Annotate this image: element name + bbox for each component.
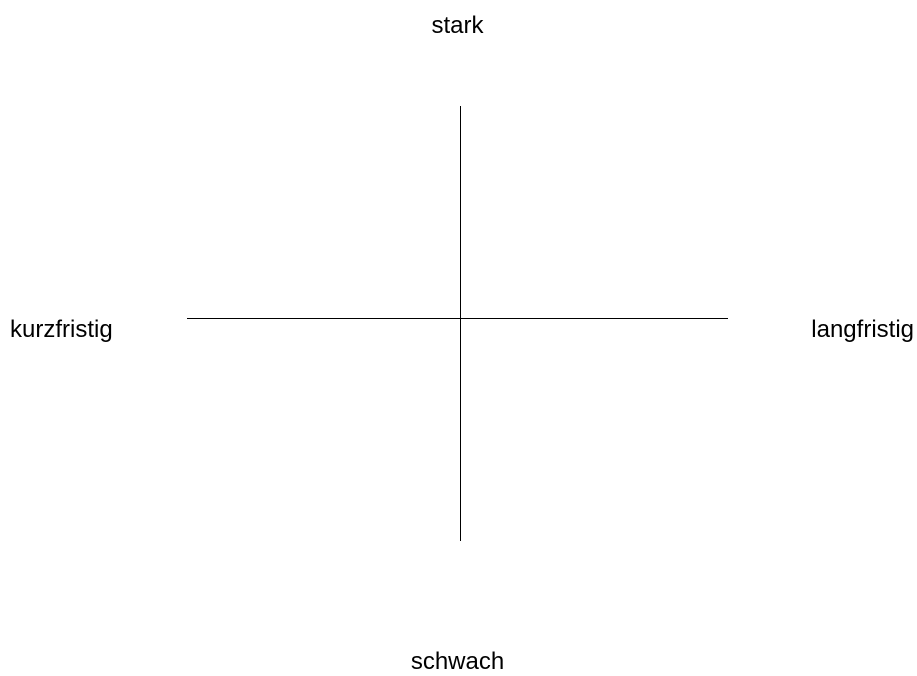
horizontal-axis-line <box>187 318 728 319</box>
axis-label-left: kurzfristig <box>10 316 113 343</box>
axis-label-bottom: schwach <box>0 648 917 676</box>
vertical-axis-line <box>460 106 461 541</box>
axis-label-top-text: stark <box>431 12 484 39</box>
axis-label-bottom-text: schwach <box>410 648 505 675</box>
axis-label-top: stark <box>0 12 917 40</box>
axis-label-right: langfristig <box>811 316 914 343</box>
